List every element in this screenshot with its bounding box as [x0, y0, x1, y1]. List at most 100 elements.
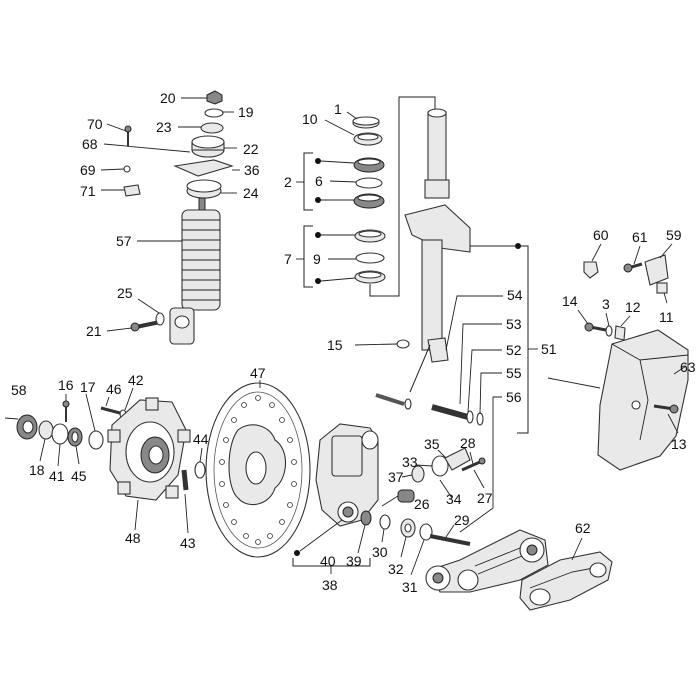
label-27: 27 [477, 490, 493, 506]
label-42: 42 [128, 372, 144, 388]
label-15: 15 [327, 337, 343, 353]
swingarm [425, 529, 549, 593]
label-12: 12 [625, 299, 641, 315]
pin-43 [181, 469, 189, 491]
label-17: 17 [80, 379, 96, 395]
label-13: 13 [671, 436, 687, 452]
label-54: 54 [507, 287, 523, 303]
washer-19 [204, 108, 224, 118]
bearing-41 [51, 423, 69, 445]
label-52: 52 [506, 342, 522, 358]
nut-20 [206, 90, 223, 105]
label-11: 11 [659, 309, 674, 325]
label-51: 51 [541, 341, 557, 357]
label-35: 35 [424, 436, 440, 452]
label-20: 20 [160, 90, 176, 106]
label-37: 37 [388, 469, 404, 485]
hub-48 [107, 397, 191, 501]
screw-46 [100, 406, 121, 415]
label-59: 59 [666, 227, 682, 243]
plate-35 [444, 447, 471, 471]
label-6: 6 [315, 173, 323, 189]
label-71: 71 [80, 183, 96, 199]
fender-63 [597, 329, 689, 471]
washer-15 [396, 339, 410, 349]
part-number-labels: 20 19 70 23 68 22 69 36 71 24 57 25 21 1… [11, 90, 696, 595]
clip-71 [123, 184, 141, 197]
shock-absorber-assembly [100, 90, 240, 345]
label-63: 63 [680, 359, 696, 375]
label-48: 48 [125, 530, 141, 546]
label-57: 57 [116, 233, 132, 249]
label-32: 32 [388, 561, 404, 577]
bracket-59 [644, 254, 669, 286]
label-56: 56 [506, 389, 522, 405]
label-14: 14 [562, 293, 578, 309]
brake-disc-47 [205, 380, 311, 558]
cover-62 [519, 551, 613, 611]
bellows-57 [181, 209, 221, 311]
headstock-bracket [404, 204, 471, 253]
bracket-36 [173, 159, 234, 177]
label-26: 26 [414, 496, 430, 512]
steering-tube [354, 108, 538, 533]
label-22: 22 [243, 141, 259, 157]
label-9: 9 [313, 251, 321, 267]
bush-26 [397, 489, 415, 503]
label-21: 21 [86, 323, 102, 339]
label-24: 24 [243, 185, 259, 201]
tube-lower [421, 239, 443, 351]
label-19: 19 [238, 104, 254, 120]
label-25: 25 [117, 285, 133, 301]
label-46: 46 [106, 381, 122, 397]
label-69: 69 [80, 162, 96, 178]
clip-12 [614, 325, 626, 341]
fender-assembly [547, 243, 689, 471]
ring-9 [355, 252, 385, 264]
label-36: 36 [244, 162, 260, 178]
label-33: 33 [402, 454, 418, 470]
pin-29 [429, 534, 471, 546]
label-41: 41 [49, 468, 65, 484]
label-70: 70 [87, 116, 103, 132]
part-37 [411, 465, 425, 483]
label-31: 31 [402, 579, 418, 595]
label-23: 23 [156, 119, 172, 135]
label-55: 55 [506, 365, 522, 381]
clip-69 [123, 165, 131, 173]
ring-17 [88, 430, 104, 450]
steering-bearings [296, 96, 436, 297]
label-28: 28 [460, 435, 476, 451]
label-40: 40 [320, 553, 336, 569]
label-45: 45 [71, 468, 87, 484]
label-2: 2 [284, 174, 292, 190]
label-34: 34 [446, 491, 462, 507]
washer-44 [194, 461, 206, 479]
label-44: 44 [193, 431, 209, 447]
label-38: 38 [322, 577, 338, 593]
washer-23 [200, 122, 224, 134]
washer-25 [155, 312, 165, 326]
label-18: 18 [29, 462, 45, 478]
washer-18 [38, 420, 54, 440]
label-29: 29 [454, 512, 470, 528]
label-3: 3 [602, 296, 610, 312]
label-30: 30 [372, 544, 388, 560]
wheel-hub-assembly [4, 387, 206, 534]
label-43: 43 [180, 535, 196, 551]
washer-30 [379, 514, 391, 530]
washer-31 [419, 523, 433, 541]
label-10: 10 [302, 111, 318, 127]
label-53: 53 [506, 316, 522, 332]
label-62: 62 [575, 520, 591, 536]
label-68: 68 [82, 136, 98, 152]
washer-3 [605, 325, 613, 337]
caliper-assembly [292, 423, 613, 611]
label-61: 61 [632, 229, 648, 245]
axle-shaft [431, 404, 469, 420]
label-47: 47 [250, 365, 266, 381]
bolt-21 [135, 320, 161, 329]
label-58: 58 [11, 382, 27, 398]
